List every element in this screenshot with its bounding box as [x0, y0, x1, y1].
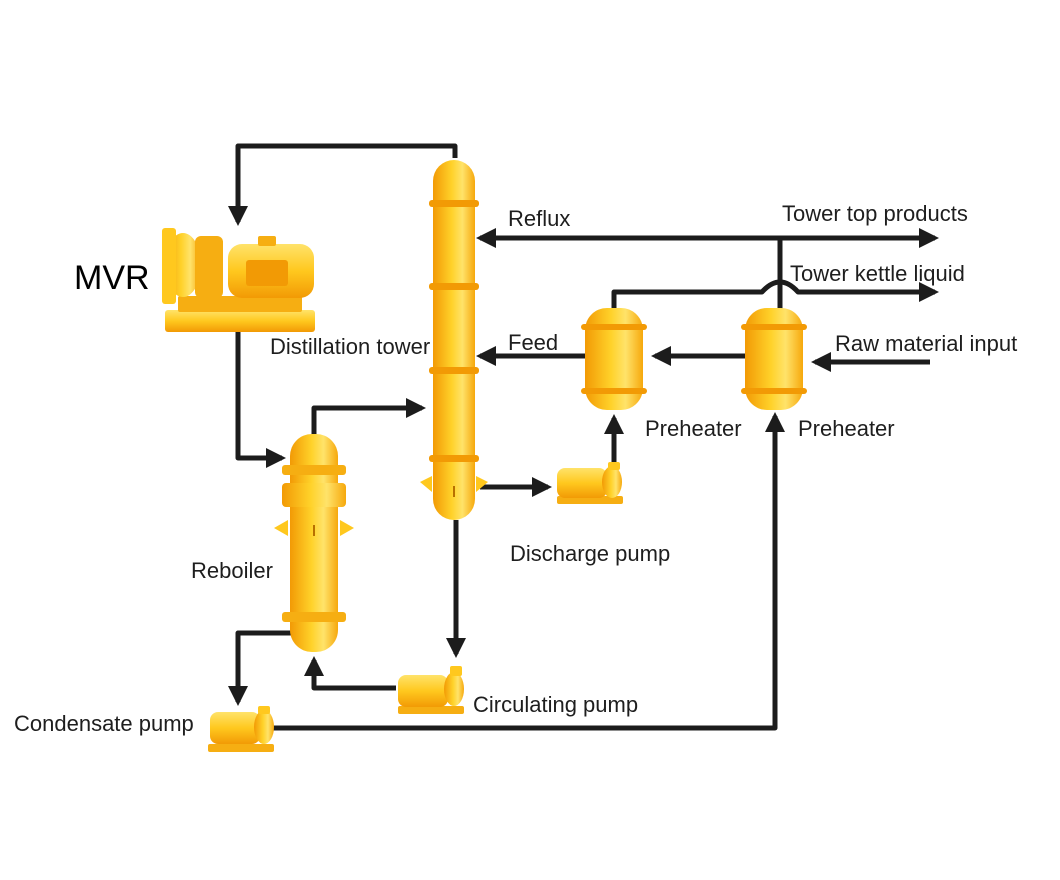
pipe-mvr-to-reboiler — [235, 330, 286, 468]
raw-material-input-label: Raw material input — [835, 331, 1018, 356]
condensate-pump — [208, 706, 274, 752]
preheater-right-vessel — [741, 308, 807, 410]
reboiler-label: Reboiler — [191, 558, 273, 583]
pipe-tower-top-to-mvr — [228, 143, 458, 226]
tower-kettle-liquid-label: Tower kettle liquid — [790, 261, 965, 286]
condensate-pump-label: Condensate pump — [14, 711, 194, 736]
mvr-label: MVR — [74, 259, 150, 297]
distillation-tower — [420, 160, 488, 520]
reflux-label: Reflux — [508, 206, 571, 231]
tower-top-products-label: Tower top products — [782, 201, 968, 226]
preheater-left-label: Preheater — [645, 416, 742, 441]
pipe-reboiler-to-tower — [311, 398, 426, 436]
circulating-pump-label: Circulating pump — [473, 692, 639, 717]
reboiler — [274, 434, 354, 652]
pipe-circulating-pump-to-reboiler — [304, 656, 396, 691]
pipes — [228, 143, 939, 731]
discharge-pump-label: Discharge pump — [510, 541, 671, 566]
distillation-tower-label: Distillation tower — [270, 334, 431, 359]
pipe-reboiler-to-condensate-pump — [228, 630, 292, 706]
mvr-compressor — [162, 228, 315, 332]
circulating-pump — [398, 666, 464, 714]
feed-label: Feed — [508, 330, 559, 355]
pipe-condensate-pump-to-preheater — [272, 412, 785, 731]
preheater-right-label: Preheater — [798, 416, 895, 441]
discharge-pump — [557, 462, 623, 504]
pipe-tower-kettle-liquid — [611, 279, 939, 312]
preheater-left-vessel — [581, 308, 647, 410]
